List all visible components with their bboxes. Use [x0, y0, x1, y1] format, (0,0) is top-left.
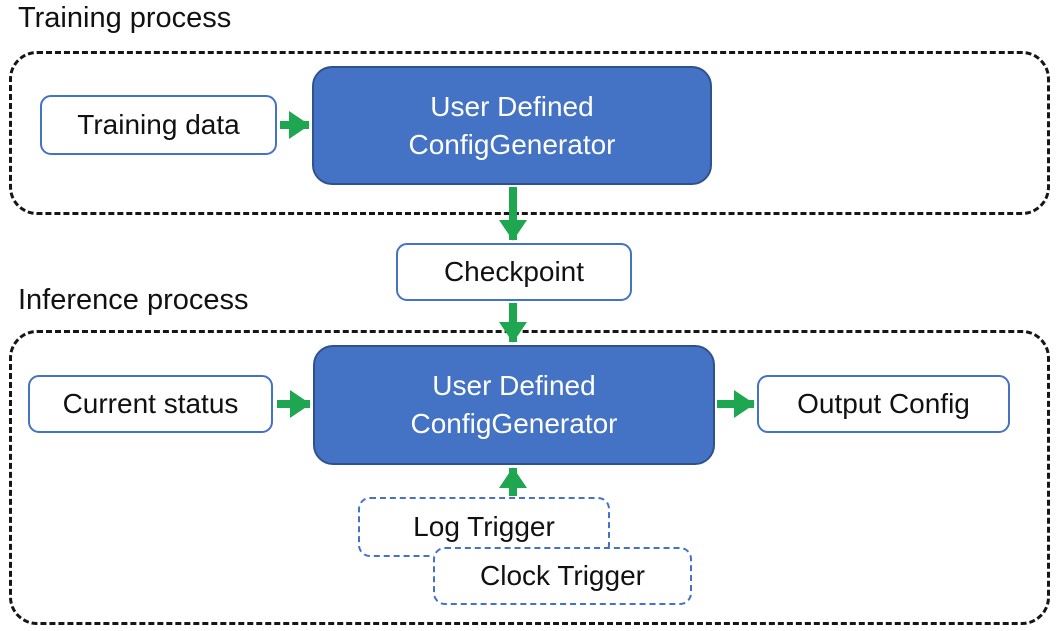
- checkpoint-box: Checkpoint: [396, 243, 632, 301]
- output-config-box: Output Config: [757, 375, 1010, 433]
- inference-section-label: Inference process: [18, 284, 249, 316]
- inference-process-container: [9, 330, 1050, 625]
- clock-trigger-box: Clock Trigger: [433, 547, 692, 605]
- training-data-box: Training data: [40, 95, 277, 155]
- config-generator-box-training: User Defined ConfigGenerator: [312, 66, 712, 185]
- current-status-box: Current status: [28, 375, 273, 433]
- training-section-label: Training process: [18, 2, 232, 34]
- training-process-container: [9, 51, 1050, 215]
- config-generator-box-inference: User Defined ConfigGenerator: [313, 345, 715, 465]
